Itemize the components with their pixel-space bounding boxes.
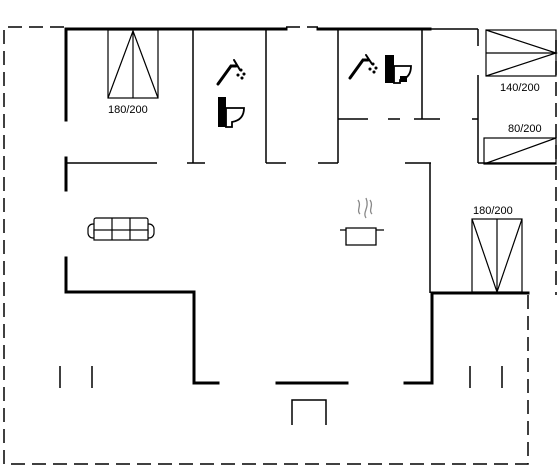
shower-icon [348,54,378,80]
bed-label-top-right: 140/200 [500,82,540,94]
bed-icon [471,218,523,294]
bed-icon [107,29,159,99]
toilet-icon [218,97,245,128]
bed-icon [485,29,558,77]
bed-label-top-left: 180/200 [108,104,148,116]
bed-label-mid-right: 80/200 [508,123,542,135]
sofa-icon [87,217,155,241]
toilet-icon [385,55,412,84]
bed-label-bottom-right: 180/200 [473,205,513,217]
terrace-outline [3,26,557,465]
exterior-walls [64,27,530,385]
cooking-pot-icon [340,197,384,246]
shower-icon [216,59,246,86]
interior-walls [59,28,556,425]
bed-icon [483,137,557,165]
